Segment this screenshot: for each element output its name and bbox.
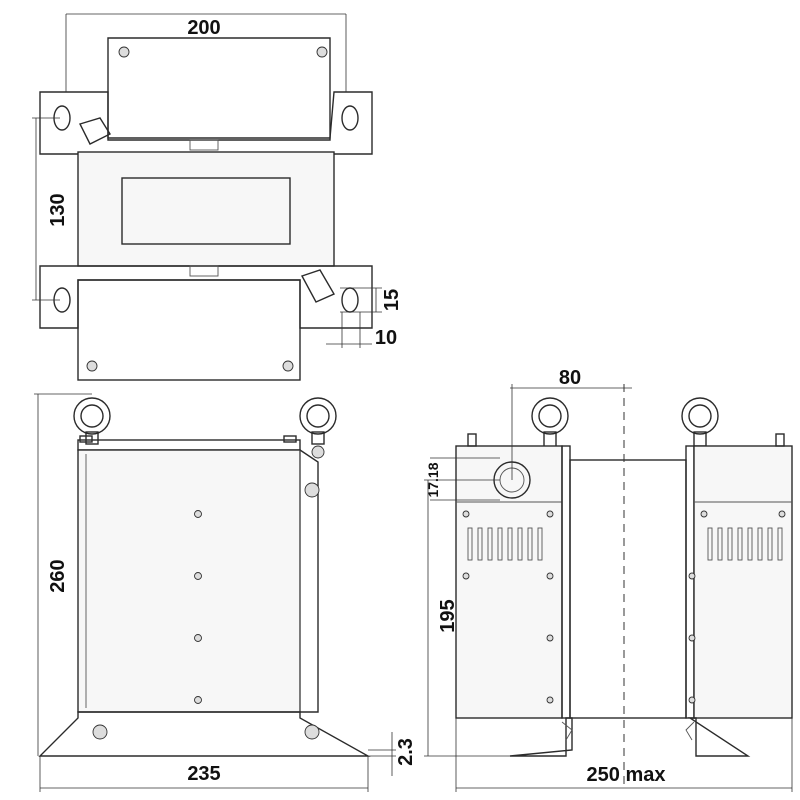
lifting-eye-inner: [538, 404, 562, 428]
dim-10: 10: [375, 327, 397, 349]
nut: [283, 435, 297, 443]
vent-slot: [717, 527, 723, 561]
vent-slot: [467, 527, 473, 561]
foot-weld: [685, 721, 695, 741]
screw: [778, 510, 786, 518]
screw: [546, 510, 554, 518]
foot-weld: [561, 721, 573, 741]
coil-cover-right: [693, 445, 793, 719]
enclosure-body: [77, 449, 301, 713]
side-view: 80 17.18 195 250 max: [424, 367, 793, 792]
screw: [546, 572, 554, 580]
eyebolt-top: [79, 117, 112, 145]
screw: [462, 510, 470, 518]
dim-2-3: 2.3: [395, 738, 417, 766]
lower-bracket: [39, 265, 373, 329]
screw: [688, 696, 696, 704]
side-panel: [299, 449, 319, 713]
top-plate: [107, 37, 331, 141]
vent-slot: [747, 527, 753, 561]
screw: [546, 634, 554, 642]
mount-slot: [341, 287, 359, 313]
screw: [700, 510, 708, 518]
core-window: [121, 177, 291, 245]
vent-slot: [527, 527, 533, 561]
vent-slot: [707, 527, 713, 561]
dim-130: 130: [47, 193, 69, 226]
vent-slot: [507, 527, 513, 561]
screw: [462, 572, 470, 580]
vent-slot: [497, 527, 503, 561]
core-stack: [569, 459, 687, 719]
top-cap: [77, 439, 301, 451]
bottom-plate: [77, 279, 301, 381]
bracket-web: [685, 445, 695, 719]
dim-235: 235: [187, 763, 220, 785]
dim-15: 15: [381, 289, 403, 311]
base-bolt: [92, 724, 108, 740]
terminal: [311, 445, 325, 459]
lifting-eye: [681, 397, 719, 435]
vent-slot: [777, 527, 783, 561]
vent-slot: [737, 527, 743, 561]
screw: [194, 634, 202, 642]
label-plate: [189, 265, 219, 277]
nut: [467, 433, 477, 447]
lifting-eye: [73, 397, 111, 435]
lifting-eye: [531, 397, 569, 435]
vent-slots: [707, 527, 783, 561]
screw: [688, 634, 696, 642]
eyebolt-top: [300, 269, 335, 303]
nut: [775, 433, 785, 447]
vent-slot: [487, 527, 493, 561]
vent-slot: [477, 527, 483, 561]
nut: [79, 435, 93, 443]
screw: [688, 572, 696, 580]
label-plate: [189, 139, 219, 151]
lifting-eye-inner: [306, 404, 330, 428]
terminal: [304, 482, 320, 498]
vent-slot: [757, 527, 763, 561]
dim-260: 260: [47, 559, 69, 592]
coil-cover-left: [455, 445, 563, 719]
vent-slots: [467, 527, 543, 561]
mount-slot: [341, 105, 359, 131]
screw: [194, 572, 202, 580]
screw: [194, 510, 202, 518]
dim-250-max: 250 max: [587, 764, 666, 786]
dim-195: 195: [437, 599, 459, 632]
core-body: [77, 151, 335, 267]
lifting-eye-shank: [85, 431, 99, 445]
lifting-eye-inner: [80, 404, 104, 428]
lifting-eye: [299, 397, 337, 435]
top-view: 200 130 15 10: [32, 13, 403, 381]
front-view: 260 235 2.3: [34, 393, 417, 792]
vent-slot: [767, 527, 773, 561]
dim-80: 80: [559, 367, 581, 389]
vent-slot: [517, 527, 523, 561]
screw: [316, 46, 328, 58]
screw: [546, 696, 554, 704]
screw: [118, 46, 130, 58]
lifting-eye-inner: [688, 404, 712, 428]
vent-slot: [727, 527, 733, 561]
vent-slot: [537, 527, 543, 561]
screw: [282, 360, 294, 372]
bracket-web: [561, 445, 571, 719]
screw: [194, 696, 202, 704]
mounting-foot: [509, 717, 573, 757]
screw: [86, 360, 98, 372]
dim-200: 200: [187, 17, 220, 39]
base-bolt: [304, 724, 320, 740]
lifting-eye-shank: [311, 431, 325, 445]
mounting-foot: [687, 717, 751, 757]
